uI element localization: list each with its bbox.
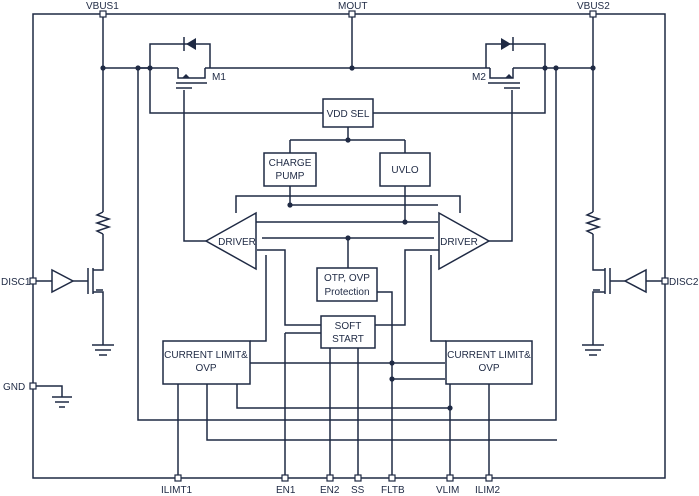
driver-left-block [204,211,257,271]
pin-disc2-label: DISC2 [669,277,699,288]
otp-ovp-label-2: Protection [324,287,369,298]
pin-en1-label: EN1 [276,485,296,496]
current-limit-right-label-2: OVP [478,363,499,374]
m1-label: M1 [212,72,226,83]
mosfet-m1 [176,37,207,89]
vdd-sel-block [322,98,374,128]
pin-disc1-label: DISC1 [1,277,31,288]
pin-mout-label: MOUT [338,1,367,12]
current-limit-left-block [162,340,251,385]
soft-start-label-2: START [332,334,364,345]
resistor-left [94,211,112,235]
charge-pump-label-1: CHARGE [269,158,312,169]
pin-gnd-label: GND [3,382,25,393]
pin-vbus2-label: VBUS2 [577,1,610,12]
current-limit-left-label-2: OVP [195,363,216,374]
current-limit-right-label-1: CURRENT LIMIT& [447,350,531,361]
ground-symbol-disc1 [92,344,114,356]
m2-label: M2 [472,72,486,83]
soft-start-block [320,315,376,349]
pin-ilim2-label: ILIM2 [475,485,500,496]
disc1-transistor [87,268,104,296]
pin-en2-label: EN2 [320,485,340,496]
mosfet-m2 [488,37,520,89]
uvlo-label: UVLO [391,165,418,176]
ground-symbol-gnd [52,396,72,408]
disc2-transistor [592,268,611,296]
driver-right-block [438,211,491,271]
resistor-right [584,211,602,235]
soft-start-label-1: SOFT [335,321,362,332]
pin-ss-label: SS [351,485,365,496]
junctions [100,65,596,411]
pin-vbus1-label: VBUS1 [86,1,119,12]
charge-pump-label-2: PUMP [276,171,305,182]
disc2-buffer [623,268,647,294]
driver-right-label: DRIVER [440,237,478,248]
driver-left-label: DRIVER [218,237,256,248]
pin-fltb-label: FLTB [381,485,405,496]
vdd-sel-label: VDD SEL [327,109,370,120]
wires [32,13,666,479]
ground-symbol-disc2 [582,344,604,356]
charge-pump-block [263,152,317,187]
disc1-buffer [51,268,75,294]
uvlo-block [379,152,431,187]
current-limit-right-block [445,340,533,385]
pin-ilimt1-label: ILIMT1 [161,485,193,496]
otp-ovp-label-1: OTP, OVP [324,273,370,284]
otp-ovp-block [316,267,378,302]
current-limit-left-label-1: CURRENT LIMIT& [164,350,248,361]
pin-markers [29,10,669,482]
pin-vlim-label: VLIM [436,485,459,496]
